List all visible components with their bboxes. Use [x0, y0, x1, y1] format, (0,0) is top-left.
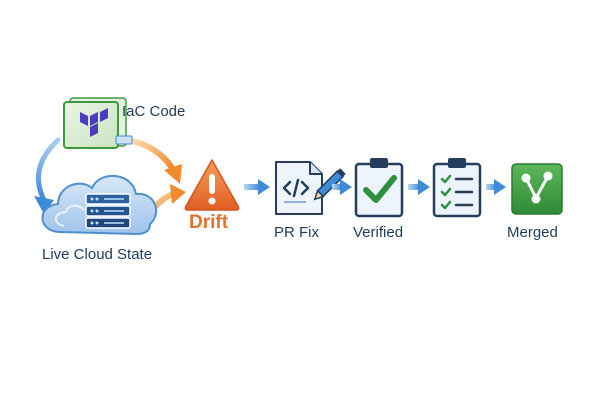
clipboard-check-icon [354, 158, 404, 218]
arrow-drift-to-prfix [244, 179, 270, 195]
verified-label: Verified [353, 224, 404, 241]
pr-fix-label: PR Fix [274, 224, 319, 241]
arrow-iac-to-cloud [34, 137, 61, 214]
arrow-iac-to-drift [125, 137, 182, 184]
drift-label: Drift [189, 212, 229, 233]
merged-label: Merged [507, 224, 558, 241]
cloud-server-icon [41, 174, 158, 236]
arrow-verified-to-checklist [408, 179, 430, 195]
arrow-checklist-to-merged [486, 179, 506, 195]
git-merge-icon [511, 163, 563, 215]
arrow-prfix-to-verified [332, 179, 352, 195]
live-cloud-state-label: Live Cloud State [42, 246, 153, 263]
clipboard-checklist-icon [432, 158, 482, 218]
terraform-icon [63, 97, 133, 149]
iac-code-label: IaC Code [122, 103, 186, 120]
warning-icon [184, 159, 240, 211]
code-document-edit-icon [275, 161, 346, 215]
